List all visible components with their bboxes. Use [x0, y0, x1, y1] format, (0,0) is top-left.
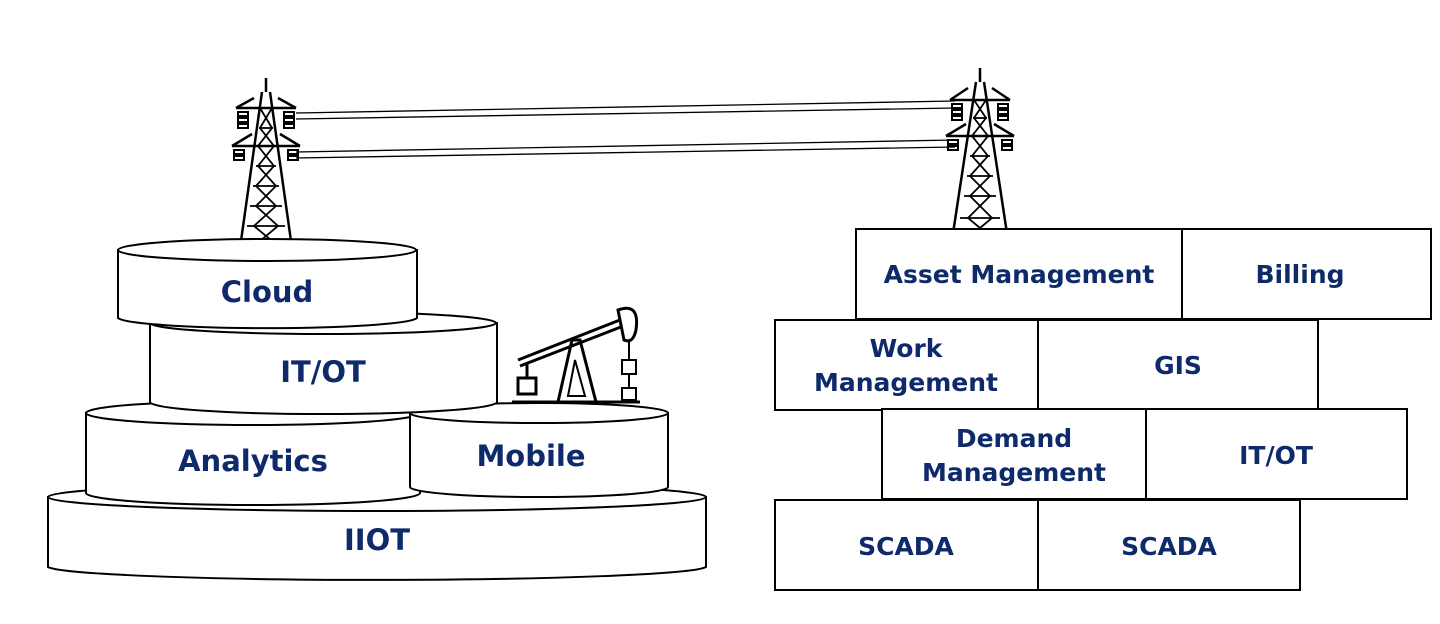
brick-gis — [1037, 319, 1319, 411]
transmission-tower-icon — [230, 78, 302, 251]
label-itot-stack: IT/OT — [280, 355, 366, 389]
brick-itot — [1145, 408, 1408, 500]
label-work-management-line-2: Management — [814, 368, 998, 397]
label-demand-management-line-1: Demand — [956, 424, 1072, 453]
label-scada-2: SCADA — [1121, 532, 1217, 561]
label-iiot: IIOT — [344, 523, 410, 557]
label-scada-1: SCADA — [858, 532, 954, 561]
label-mobile: Mobile — [476, 439, 585, 473]
brick-billing — [1181, 228, 1432, 320]
label-work-management-line-1: Work — [870, 334, 944, 363]
label-analytics: Analytics — [178, 444, 328, 478]
brick-scada-2 — [1037, 499, 1301, 591]
brick-scada-1 — [774, 499, 1039, 591]
label-demand-management-line-2: Management — [922, 458, 1106, 487]
label-cloud: Cloud — [221, 275, 314, 309]
label-itot-brick: IT/OT — [1239, 441, 1313, 470]
disk-cloud — [117, 238, 418, 330]
transmission-tower-icon — [942, 68, 1018, 243]
label-billing: Billing — [1255, 260, 1344, 289]
oil-pump-jack-icon — [512, 306, 640, 404]
brick-work-management — [774, 319, 1039, 411]
power-lines-icon — [295, 100, 956, 159]
label-asset-management: Asset Management — [884, 260, 1155, 289]
brick-asset-management — [855, 228, 1183, 320]
label-gis: GIS — [1154, 351, 1202, 380]
